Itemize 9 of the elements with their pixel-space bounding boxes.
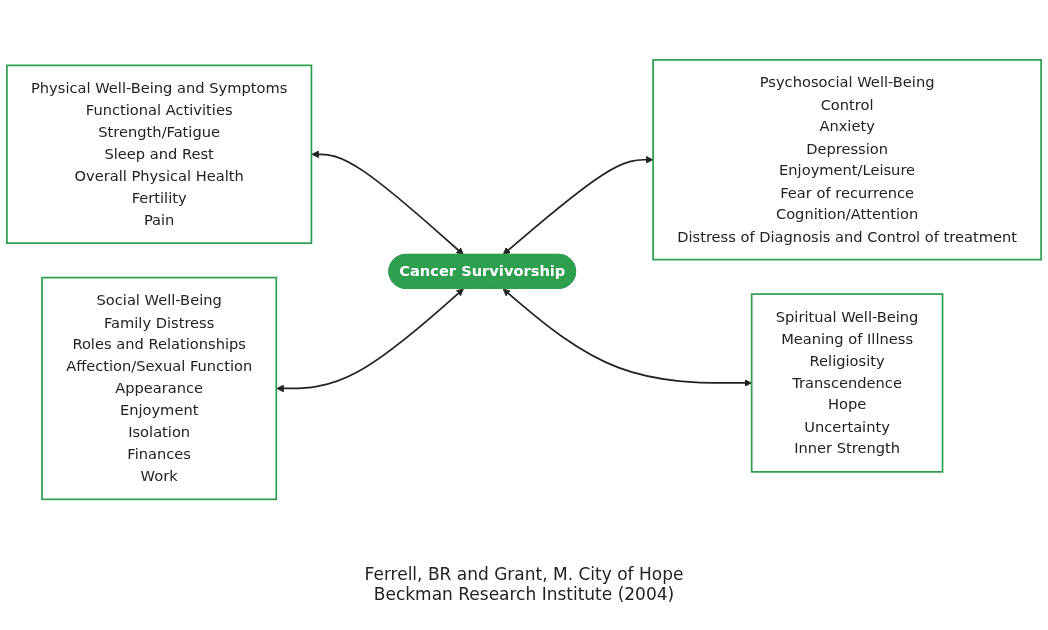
- arrow: [502, 156, 654, 256]
- arrow: [276, 288, 464, 393]
- node-box: Psychosocial Well-Being Control Anxiety Depression Enjoyment/Leisure Fear of recurrence Cognition/Attention Distress of Diagnosis and Control of treatment: [652, 59, 1042, 261]
- arrow: [311, 150, 464, 256]
- node-box: Spiritual Well-Being Meaning of Illness Religiosity Transcendence Hope Uncertainty Inner Strength: [750, 293, 944, 474]
- arrow: [502, 289, 752, 388]
- node-box: Social Well-Being Family Distress Roles and Relationships Affection/Sexual Function Appearance Enjoyment Isolation Finances Work: [41, 277, 278, 501]
- node-box: Physical Well-Being and Symptoms Functional Activities Strength/Fatigue Sleep and Rest Overall Physical Health Fertility Pain: [6, 64, 313, 245]
- source-caption: Ferrell, BR and Grant, M. City of Hope Beckman Research Institute (2004): [364, 564, 684, 604]
